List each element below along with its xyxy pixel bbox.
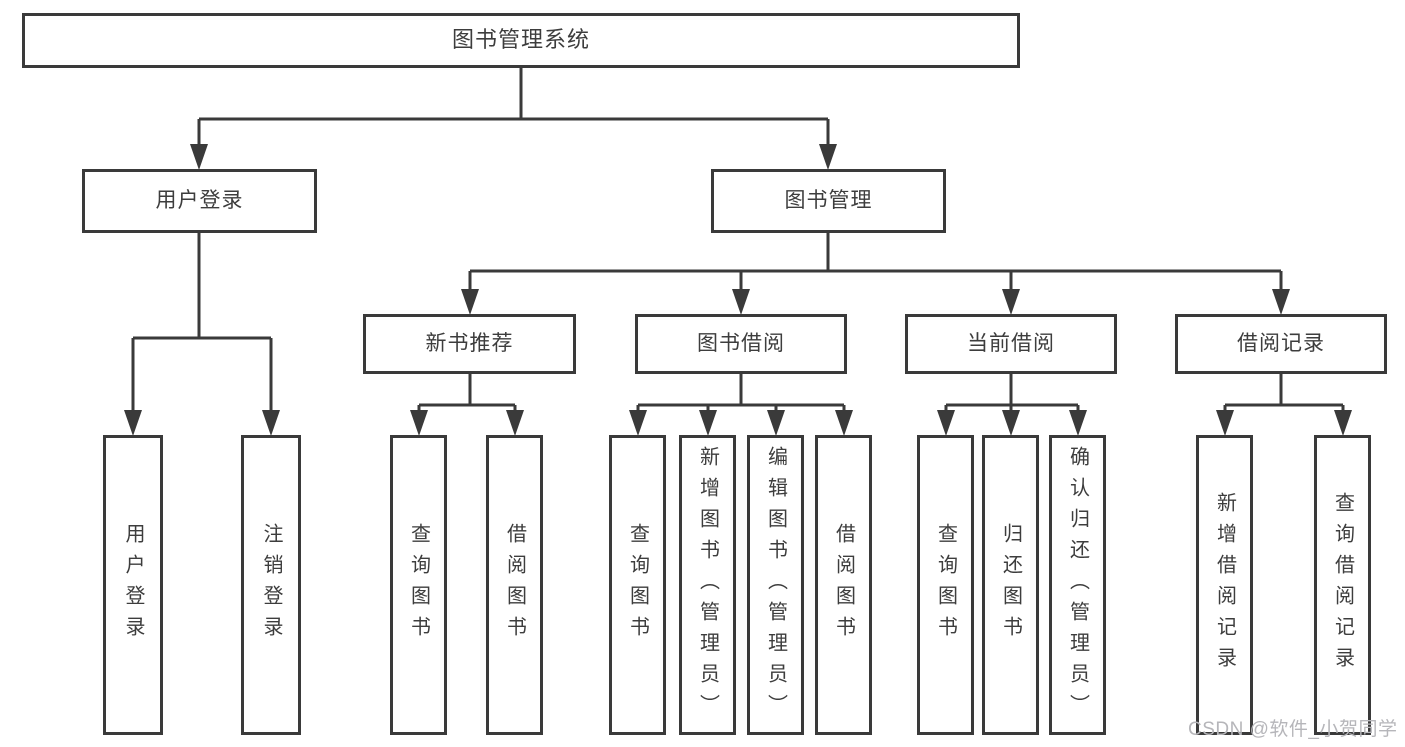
node-leaf-cb-confirm-return-admin: 确认归还（管理员）	[1049, 435, 1106, 735]
node-leaf-user-login: 用户登录	[103, 435, 163, 735]
node-leaf-bb-query-book: 查询图书	[609, 435, 666, 735]
node-leaf-cb-return-book: 归还图书	[982, 435, 1039, 735]
node-borrow-record: 借阅记录	[1175, 314, 1387, 374]
node-leaf-br-query-record: 查询借阅记录	[1314, 435, 1371, 735]
node-leaf-logout: 注销登录	[241, 435, 301, 735]
node-book-borrow: 图书借阅	[635, 314, 847, 374]
node-leaf-br-add-record: 新增借阅记录	[1196, 435, 1253, 735]
node-library-management-system: 图书管理系统	[22, 13, 1020, 68]
node-leaf-nbr-borrow-book: 借阅图书	[486, 435, 543, 735]
node-current-borrow: 当前借阅	[905, 314, 1117, 374]
node-user-login: 用户登录	[82, 169, 317, 233]
node-leaf-bb-borrow-book: 借阅图书	[815, 435, 872, 735]
node-new-book-recommend: 新书推荐	[363, 314, 576, 374]
node-leaf-bb-edit-book-admin: 编辑图书（管理员）	[747, 435, 804, 735]
node-leaf-cb-query-book: 查询图书	[917, 435, 974, 735]
node-leaf-nbr-query-book: 查询图书	[390, 435, 447, 735]
node-book-management: 图书管理	[711, 169, 946, 233]
node-leaf-bb-add-book-admin: 新增图书（管理员）	[679, 435, 736, 735]
csdn-watermark: CSDN @软件_小贺同学	[1188, 719, 1398, 740]
